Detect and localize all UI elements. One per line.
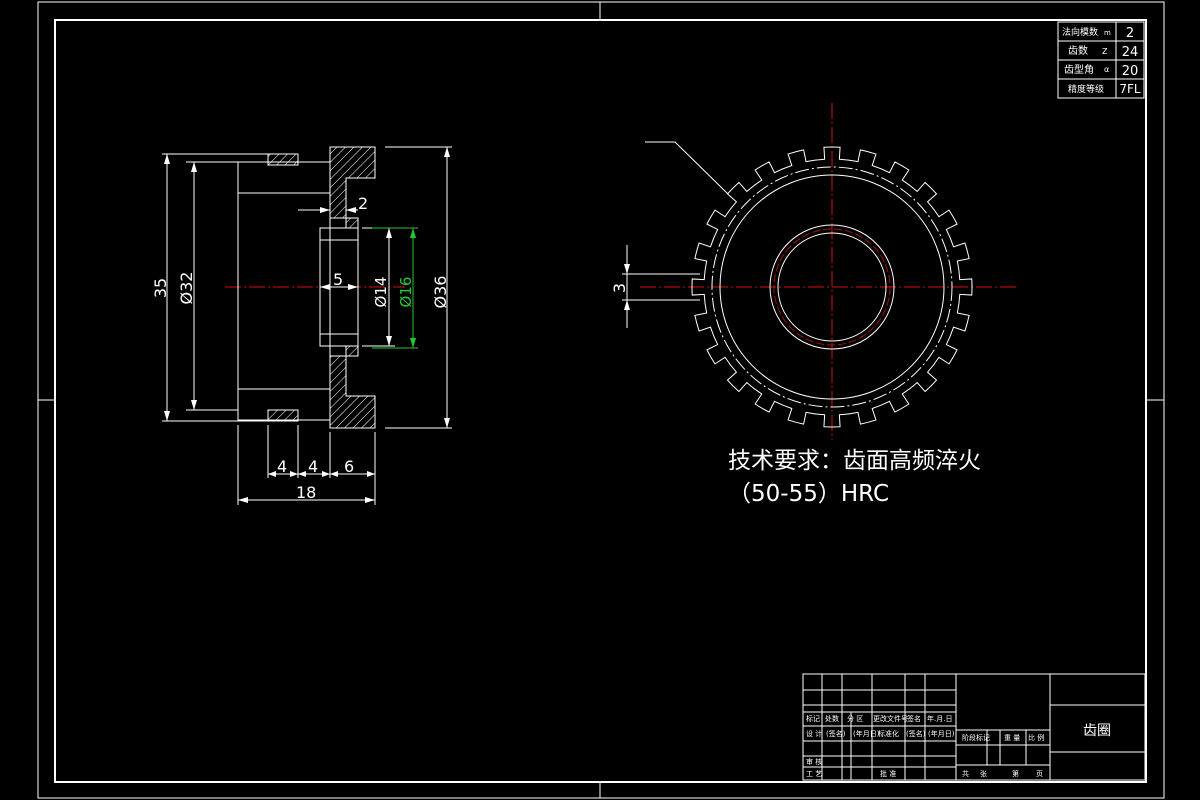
bore-center-circle [773,228,891,346]
tb-label-total: 共 [962,769,969,778]
pitch-circle [711,166,953,408]
tb-label-weight: 重 量 [1004,734,1020,742]
dim-2: 2 [358,194,368,213]
leader-line [645,141,729,195]
tb-label-date: 年.月.日 [927,714,952,723]
tb-label-approve: 批 准 [880,769,896,778]
param-value-accuracy: 7FL [1119,82,1141,96]
dim-4b: 4 [308,457,318,476]
dim-35: 35 [151,278,170,298]
section-body-outline [237,161,331,421]
param-value-module: 2 [1126,26,1134,41]
param-symbol-teeth: Z [1102,47,1108,56]
param-symbol-module: m [1104,29,1111,37]
gear-parameter-table: 法向模数 m 2 齿数 Z 24 齿型角 α 20 精度等级 7FL [1057,21,1145,99]
tb-label-sheet-unit: 张 [980,769,987,778]
section-view: 35 Ø32 Ø36 Ø14 Ø16 2 [151,146,452,505]
tb-label-scale: 比 例 [1028,733,1044,742]
tb-label-std: 标准化 [878,729,899,738]
hub-flange-top [329,146,376,219]
tb-label-date3: (年月日) [928,729,955,738]
sheet-outer-border [37,1,1165,799]
param-symbol-angle: α [1104,65,1109,74]
tb-label-zone: 分 区 [847,714,863,723]
dim-3: 3 [610,283,629,293]
param-label-module: 法向模数 [1062,26,1098,38]
hub-flange-bottom [329,355,376,429]
tb-label-stage: 阶段标记 [962,733,990,742]
param-label-angle: 齿型角 [1064,63,1094,76]
dim-16: Ø16 [397,277,415,308]
tooth-strip-top [267,153,299,166]
tb-label-process: 工 艺 [806,770,822,778]
dim-4a: 4 [277,457,287,476]
tb-label-date2: (年月日) [853,729,880,738]
dim-6: 6 [344,457,354,476]
tech-requirement-line2: （50-55）HRC [728,481,889,507]
tb-label-review: 审 核 [806,757,822,766]
tooth-strip-bottom [267,409,299,422]
drawing-frame [54,19,1147,783]
tb-label-page-unit: 页 [1036,770,1043,778]
param-label-teeth: 齿数 [1068,44,1088,57]
front-view: 3 [610,103,1018,440]
tb-label-mark: 标记 [806,714,820,723]
tb-label-design: 设 计 [806,729,822,738]
tb-part-name: 齿圈 [1083,723,1111,739]
tb-label-sign: 签名 [907,714,921,723]
hub-outer-circle [769,224,895,350]
dim-36: Ø36 [431,276,450,309]
hub-inner-circle [777,232,887,342]
root-circle [719,174,945,400]
tb-label-sign2: (签名) [826,729,846,738]
tb-label-sign3: (签名) [906,729,926,738]
title-block: 标记 处数 分 区 更改文件号 签名 年.月.日 设 计 (签名) (年月日) … [802,673,1146,781]
tech-requirement-line1: 技术要求：齿面高频淬火 [728,448,981,474]
tb-label-page: 第 [1012,769,1019,778]
param-value-teeth: 24 [1122,45,1139,60]
tb-label-count: 处数 [825,714,839,723]
tb-label-change-doc: 更改文件号 [873,714,908,723]
gear-tooth-profile [691,146,973,428]
dim-14: Ø14 [372,277,390,308]
param-value-angle: 20 [1122,64,1139,79]
dim-32: Ø32 [177,272,196,305]
param-label-accuracy: 精度等级 [1068,83,1104,95]
dim-5: 5 [333,270,343,289]
dim-18: 18 [296,483,316,502]
